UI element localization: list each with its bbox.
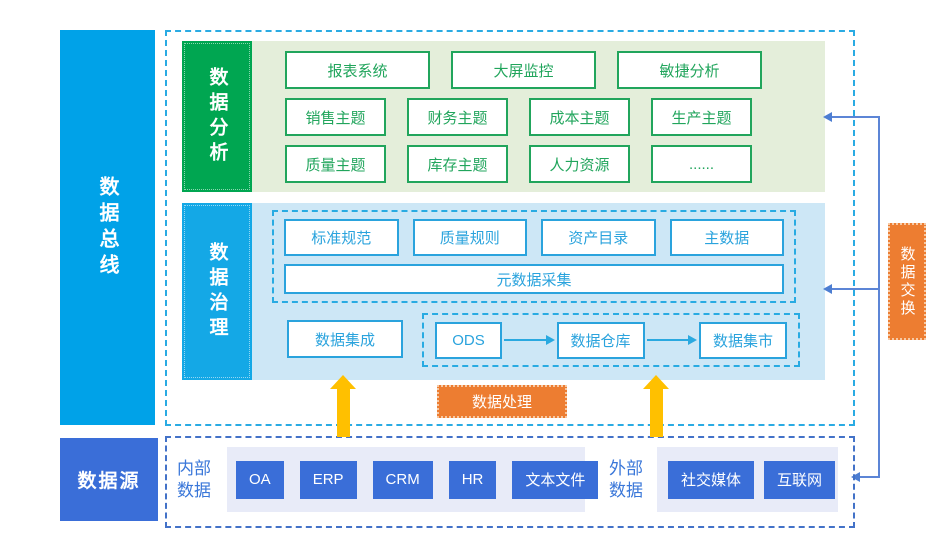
analysis-theme-row: 销售主题 财务主题 成本主题 生产主题 [285,98,825,136]
data-exchange-box: 数据交换 [888,223,926,340]
governance-standards-row: 标准规范 质量规则 资产目录 主数据 [284,219,784,256]
bus-region-dashed-border [165,30,855,426]
governance-standard-box: 主数据 [669,219,784,256]
data-source-label: 数据源 [77,471,141,492]
data-source-label-box: 数据源 [60,438,158,521]
internal-systems-strip: OA ERP CRM HR 文本文件 [227,447,599,512]
exchange-connector-line [832,116,880,118]
external-data-label: 外部数据 [609,459,643,500]
analysis-label-text: 数据分析 [206,66,228,167]
governance-panel: 标准规范 质量规则 资产目录 主数据 元数据采集 数据集成 ODS 数据仓库 数… [252,203,825,380]
analysis-theme-box: 成本主题 [529,98,630,136]
data-processing-box: 数据处理 [437,385,567,418]
source-system-box: 社交媒体 [668,460,755,499]
source-system-box: OA [236,460,284,499]
left-arrow-icon [823,284,832,294]
analysis-section-label: 数据分析 [182,41,252,192]
source-system-box: ERP [299,460,357,499]
governance-standard-box: 标准规范 [284,219,399,256]
internal-data-label: 内部数据 [177,459,211,500]
up-arrow-shaft [336,389,350,437]
data-bus-label: 数据总线 [96,175,118,280]
flow-arrow-icon [504,335,554,345]
left-arrow-icon [851,472,860,482]
analysis-theme-box: 质量主题 [285,145,386,183]
analysis-app-box: 报表系统 [285,51,430,89]
warehouse-flow-dashed-group: ODS 数据仓库 数据集市 [422,313,800,367]
up-arrow-head [643,375,669,389]
analysis-theme-box: 生产主题 [651,98,752,136]
analysis-app-box: 大屏监控 [451,51,596,89]
analysis-theme-box: ...... [651,145,752,183]
up-arrow-icon [330,375,356,437]
source-system-box: CRM [372,460,433,499]
data-exchange-label: 数据交换 [898,245,916,318]
analysis-theme-row: 质量主题 库存主题 人力资源 ...... [285,145,825,183]
analysis-theme-box: 财务主题 [407,98,508,136]
governance-section-label: 数据治理 [182,203,252,380]
governance-standards-dashed-group: 标准规范 质量规则 资产目录 主数据 元数据采集 [272,210,796,303]
data-bus-bar: 数据总线 [60,30,155,425]
source-system-box: HR [448,460,497,499]
exchange-connector-line [860,476,880,478]
analysis-theme-box: 销售主题 [285,98,386,136]
exchange-connector-line [832,288,880,290]
data-warehouse-box: 数据仓库 [556,321,645,359]
analysis-app-box: 敏捷分析 [617,51,762,89]
external-systems-strip: 社交媒体 互联网 [657,447,838,512]
up-arrow-icon [643,375,669,437]
source-region-dashed-border [165,436,855,528]
analysis-panel: 报表系统 大屏监控 敏捷分析 销售主题 财务主题 成本主题 生产主题 质量主题 … [252,41,825,192]
governance-label-text: 数据治理 [206,241,228,342]
governance-standard-box: 质量规则 [412,219,527,256]
exchange-connector-line [878,117,880,478]
flow-arrow-icon [646,335,697,345]
ods-box: ODS [435,321,502,359]
analysis-theme-box: 库存主题 [407,145,508,183]
metadata-collection-box: 元数据采集 [284,264,784,294]
analysis-app-row: 报表系统 大屏监控 敏捷分析 [285,51,825,89]
source-system-box: 文本文件 [512,460,599,499]
governance-standard-box: 资产目录 [541,219,656,256]
analysis-theme-box: 人力资源 [529,145,630,183]
up-arrow-head [330,375,356,389]
up-arrow-shaft [649,389,663,437]
left-arrow-icon [823,112,832,122]
data-mart-box: 数据集市 [699,321,787,359]
source-system-box: 互联网 [764,460,836,499]
data-integration-box: 数据集成 [287,320,403,358]
